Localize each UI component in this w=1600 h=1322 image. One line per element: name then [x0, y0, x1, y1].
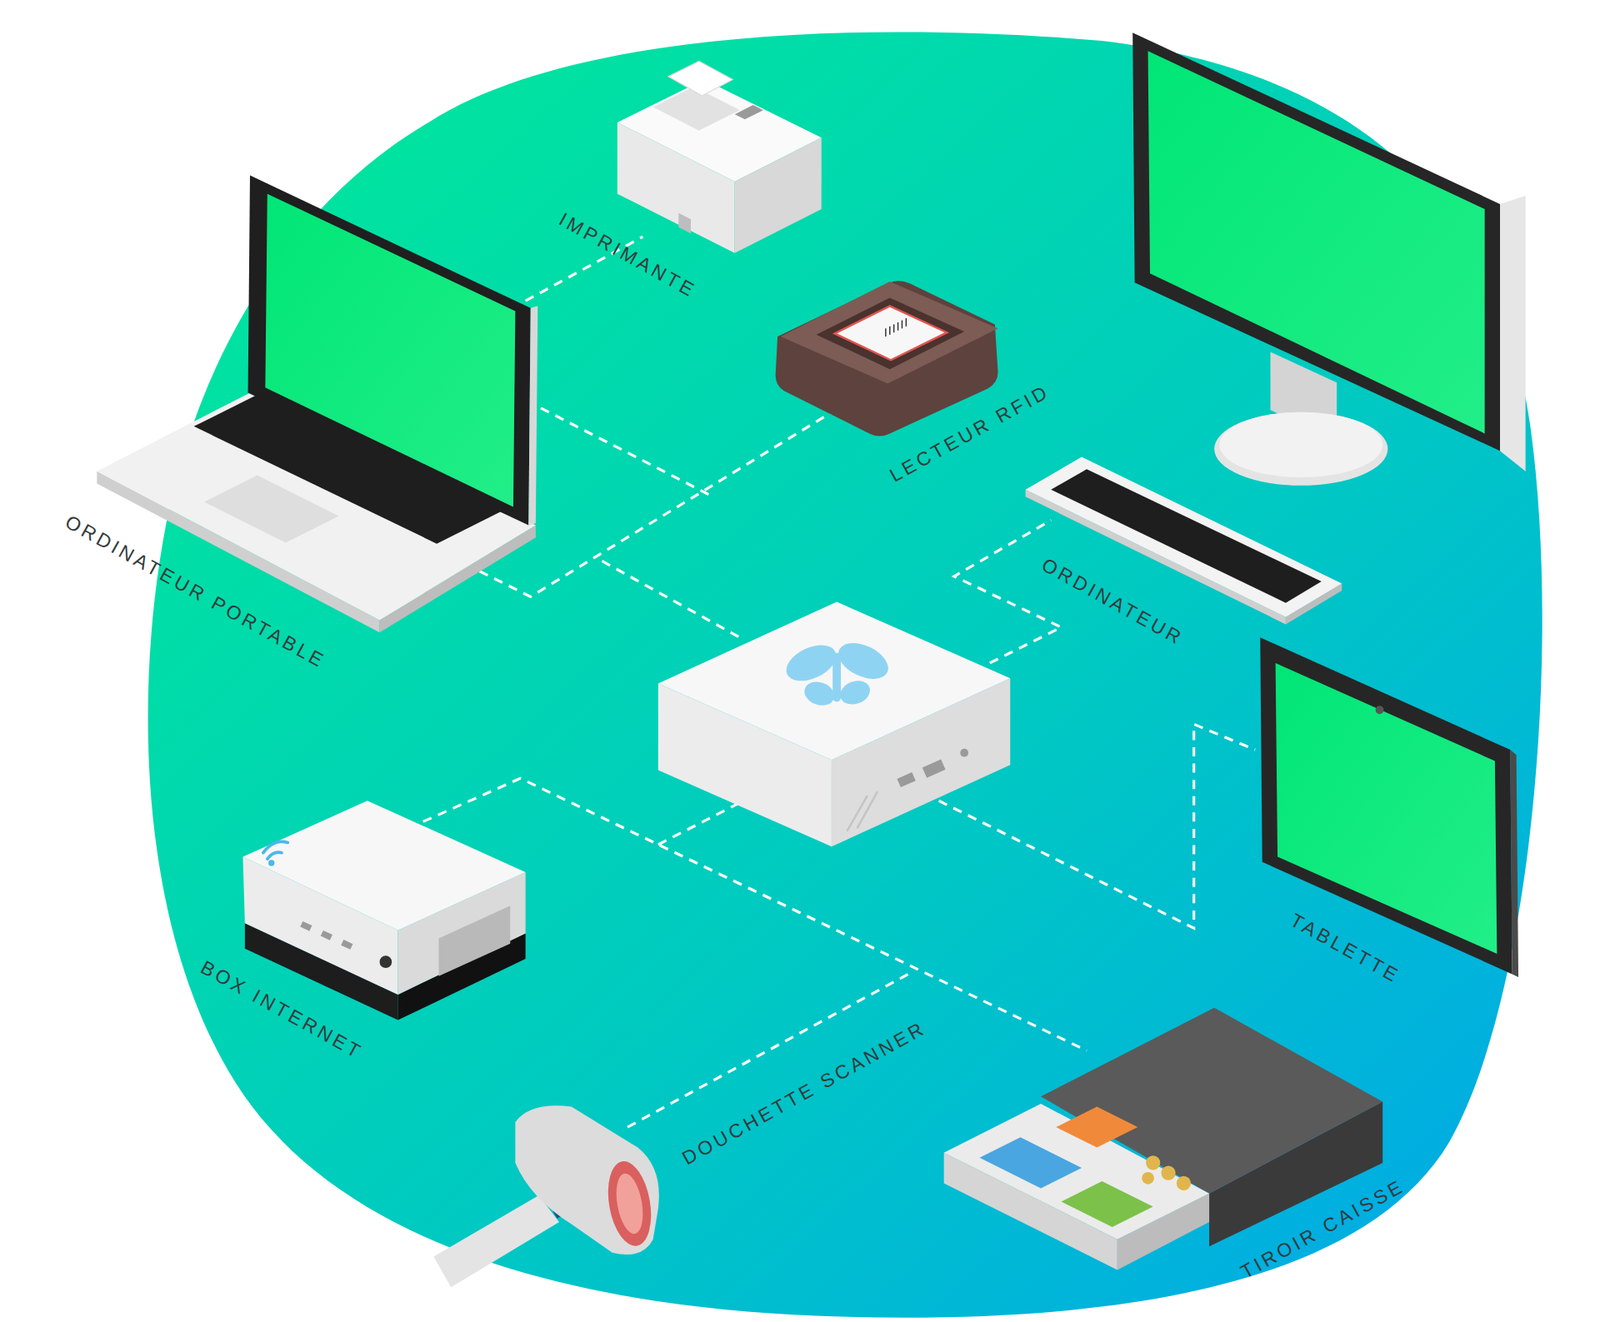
rfid-reader-icon	[816, 298, 965, 370]
printer-icon	[668, 60, 733, 96]
monitor-icon	[1214, 412, 1388, 486]
internet-box-icon	[242, 800, 525, 931]
tablet-icon	[1375, 705, 1385, 715]
rfid-reader-icon	[905, 318, 907, 327]
hub-box	[857, 791, 878, 829]
monitor-icon	[1500, 195, 1526, 472]
laptop-icon	[204, 475, 340, 544]
printer-icon	[735, 137, 822, 253]
hub-box	[658, 601, 1010, 847]
printer-icon	[735, 105, 764, 120]
hub-box	[922, 759, 946, 778]
rfid-reader-icon	[775, 280, 999, 436]
hub-box	[836, 676, 874, 709]
internet-box-icon	[340, 940, 353, 950]
keyboard-icon	[1025, 457, 1343, 625]
cash-drawer-icon	[1141, 1155, 1191, 1191]
internet-box-icon	[263, 841, 288, 853]
rfid-reader-icon	[889, 326, 890, 335]
monitor-icon	[1132, 32, 1500, 451]
barcode-scanner-icon	[433, 1195, 560, 1288]
network-illustration	[96, 31, 1542, 1318]
tablet-icon	[1510, 750, 1519, 978]
barcode-scanner-icon	[433, 1105, 659, 1288]
network-link	[658, 803, 740, 845]
monitor-icon	[1148, 50, 1485, 434]
printer-icon	[617, 60, 822, 253]
device-label: IMPRIMANTE	[555, 209, 700, 301]
cash-drawer-icon	[1145, 1155, 1160, 1170]
device-label: DOUCHETTE SCANNER	[679, 1019, 930, 1170]
hub-box	[832, 635, 894, 686]
rfid-reader-icon	[897, 322, 899, 331]
internet-box-icon	[300, 921, 312, 932]
cash-drawer-icon	[1176, 1176, 1191, 1191]
background-blob	[148, 31, 1543, 1318]
device-label: TIROIR CAISSE	[1237, 1176, 1408, 1283]
printer-icon	[678, 213, 691, 235]
internet-box-icon	[439, 905, 511, 976]
hub-box	[960, 749, 969, 758]
hub-box	[780, 638, 842, 689]
device-label: ORDINATEUR	[1038, 555, 1187, 649]
background-blob	[148, 31, 1543, 1318]
network-link	[954, 520, 1062, 663]
hub-box	[832, 653, 841, 703]
rfid-reader-icon	[885, 318, 906, 337]
laptop-icon	[528, 305, 538, 525]
monitor-icon	[1132, 32, 1525, 486]
rfid-reader-icon	[885, 328, 886, 337]
hub-box	[800, 678, 838, 710]
cash-drawer-icon	[980, 1137, 1082, 1189]
network-link	[408, 236, 1255, 1128]
keyboard-icon	[1025, 457, 1343, 618]
barcode-scanner-icon	[601, 1158, 657, 1250]
rfid-reader-icon	[893, 324, 895, 333]
device-label: TABLETTE	[1286, 910, 1403, 987]
rfid-reader-icon	[901, 320, 903, 329]
cash-drawer-icon	[1160, 1166, 1175, 1181]
cash-drawer-icon	[1141, 1172, 1155, 1185]
network-link	[540, 408, 710, 495]
hub-box	[896, 772, 915, 788]
rfid-reader-icon	[835, 305, 948, 360]
cash-drawer-icon	[1055, 1107, 1138, 1149]
tablet-icon	[1275, 663, 1498, 955]
barcode-scanner-icon	[515, 1105, 659, 1255]
internet-box-icon	[242, 800, 525, 1020]
laptop-icon	[194, 390, 511, 545]
internet-box-icon	[300, 921, 392, 969]
device-label: BOX INTERNET	[197, 957, 366, 1063]
hub-box	[780, 635, 895, 710]
internet-box-icon	[267, 852, 282, 860]
internet-box-icon	[320, 930, 333, 941]
device-label: LECTEUR RFID	[885, 381, 1053, 486]
device-label: ORDINATEUR PORTABLE	[62, 511, 330, 671]
internet-box-icon	[268, 860, 275, 866]
monitor-icon	[1219, 412, 1383, 478]
cash-drawer-icon	[944, 1104, 1210, 1240]
barcode-scanner-icon	[612, 1171, 648, 1236]
internet-box-icon	[263, 841, 288, 860]
printer-icon	[653, 86, 740, 131]
hub-box	[658, 601, 1010, 760]
cash-drawer-icon	[1060, 1181, 1153, 1228]
rfid-reader-icon	[780, 281, 999, 384]
printer-icon	[617, 122, 735, 254]
network-link	[601, 560, 740, 638]
rfid-reader-icon	[775, 280, 999, 436]
internet-box-icon	[380, 955, 393, 969]
network-link	[408, 778, 1087, 1051]
